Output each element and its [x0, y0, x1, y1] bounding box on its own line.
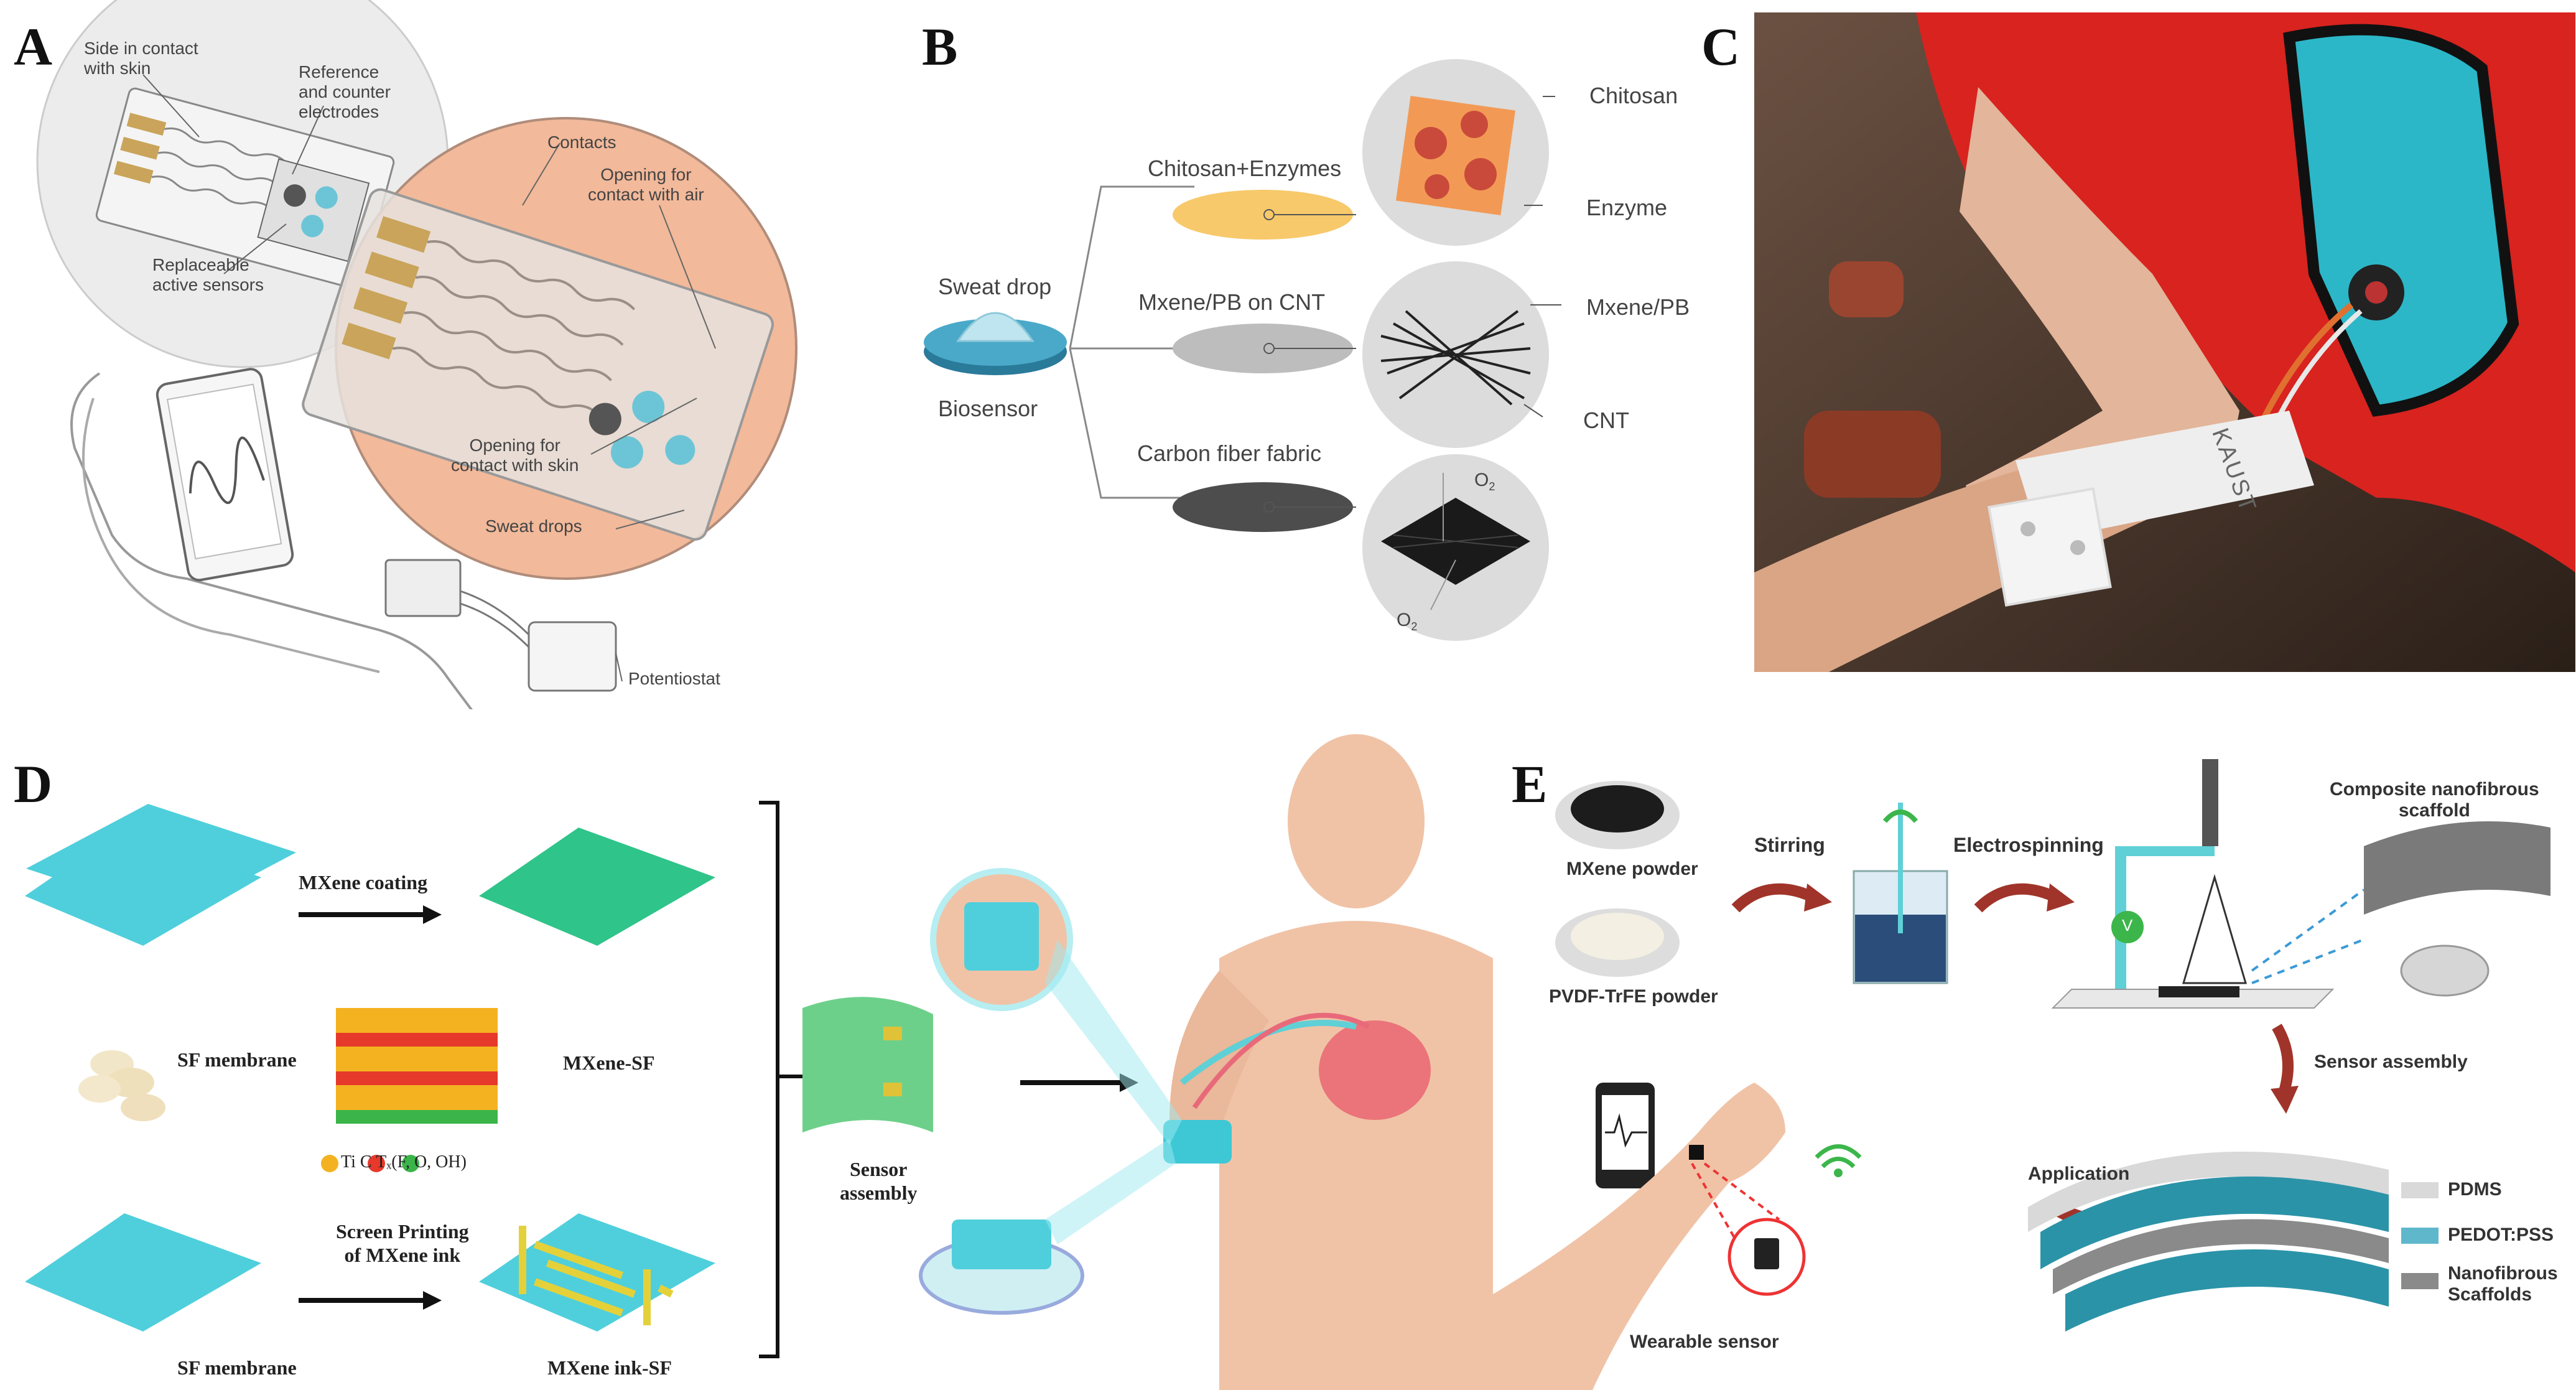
label-o2-bottom: O2	[1397, 610, 1418, 633]
label-chitosan-enzymes: Chitosan+Enzymes	[1148, 156, 1342, 181]
label-opening-air: Opening for contact with air	[588, 165, 704, 204]
panel-a: A Side in contact with skin Reference an…	[0, 0, 883, 709]
label-sweat-drops: Sweat drops	[485, 516, 582, 536]
panel-b-illustration	[924, 59, 1561, 641]
label-stirring: Stirring	[1754, 834, 1825, 856]
label-sweat-drop: Sweat drop	[938, 274, 1052, 299]
label-enzyme: Enzyme	[1586, 195, 1668, 220]
label-mxene-coating: MXene coating	[299, 871, 428, 893]
panel-b-letter: B	[922, 17, 958, 77]
label-mxene-ink-sf: MXene ink-SF	[547, 1356, 672, 1379]
label-pvdf-powder: PVDF-TrFE powder	[1549, 986, 1718, 1007]
panel-a-illustration	[36, 0, 797, 709]
panel-d: D MXene coating SF membrane MXene-SF Ti …	[0, 734, 1493, 1390]
label-mxene-pb: Mxene/PB	[1586, 294, 1690, 320]
label-mxene-sf: MXene-SF	[563, 1052, 655, 1074]
label-electrospinning: Electrospinning	[1953, 834, 2104, 856]
panel-e: E MXene powder PVDF-TrFE powder Stirring…	[1493, 734, 2576, 1390]
label-o2-top: O2	[1474, 470, 1495, 493]
label-composite-scaffold: Composite nanofibrous scaffold	[2330, 779, 2539, 821]
label-pdms: PDMS	[2448, 1179, 2502, 1200]
panel-b: B Sweat drop Biosensor Chitosan+Enzymes …	[883, 0, 1742, 709]
label-cnt: CNT	[1583, 408, 1629, 433]
label-v-source: V	[2122, 916, 2133, 935]
label-biosensor: Biosensor	[938, 396, 1038, 421]
label-wearable-sensor: Wearable sensor	[1630, 1332, 1779, 1352]
panel-e-illustration	[1493, 759, 2550, 1390]
label-side-contact: Side in contact with skin	[84, 39, 198, 78]
label-sensor-assembly-d: Sensor assembly	[840, 1158, 918, 1204]
label-reference-counter: Reference and counter electrodes	[299, 62, 391, 121]
panel-a-letter: A	[14, 17, 53, 77]
label-mxene-powder: MXene powder	[1566, 859, 1698, 879]
label-sf-membrane-1: SF membrane	[177, 1048, 297, 1071]
label-replaceable-sensors: Replaceable active sensors	[152, 255, 264, 294]
panel-e-letter: E	[1512, 754, 1548, 814]
label-pedot-pss: PEDOT:PSS	[2448, 1224, 2554, 1245]
label-chitosan: Chitosan	[1589, 83, 1678, 108]
label-mxene-pb-cnt: Mxene/PB on CNT	[1138, 289, 1326, 315]
panel-c-photo	[1754, 12, 2575, 672]
label-mxene-legend: Ti C Tₓ(F, O, OH)	[341, 1152, 467, 1172]
label-sensor-assembly-e: Sensor assembly	[2314, 1052, 2468, 1072]
label-sf-membrane-2: SF membrane	[177, 1356, 297, 1379]
label-application: Application	[2028, 1164, 2130, 1184]
label-carbon-fiber: Carbon fiber fabric	[1137, 441, 1322, 466]
label-opening-skin: Opening for contact with skin	[451, 436, 579, 475]
label-potentiostat: Potentiostat	[628, 669, 720, 688]
label-contacts: Contacts	[547, 133, 616, 152]
panel-c: KAUST	[1754, 12, 2575, 672]
panel-d-illustration	[25, 734, 1493, 1390]
label-screen-printing: Screen Printing of MXene ink	[336, 1220, 469, 1266]
panel-d-letter: D	[14, 754, 53, 814]
panel-c-letter: C	[1701, 17, 1741, 77]
label-nanofibrous-scaffolds: Nanofibrous Scaffolds	[2448, 1263, 2558, 1305]
